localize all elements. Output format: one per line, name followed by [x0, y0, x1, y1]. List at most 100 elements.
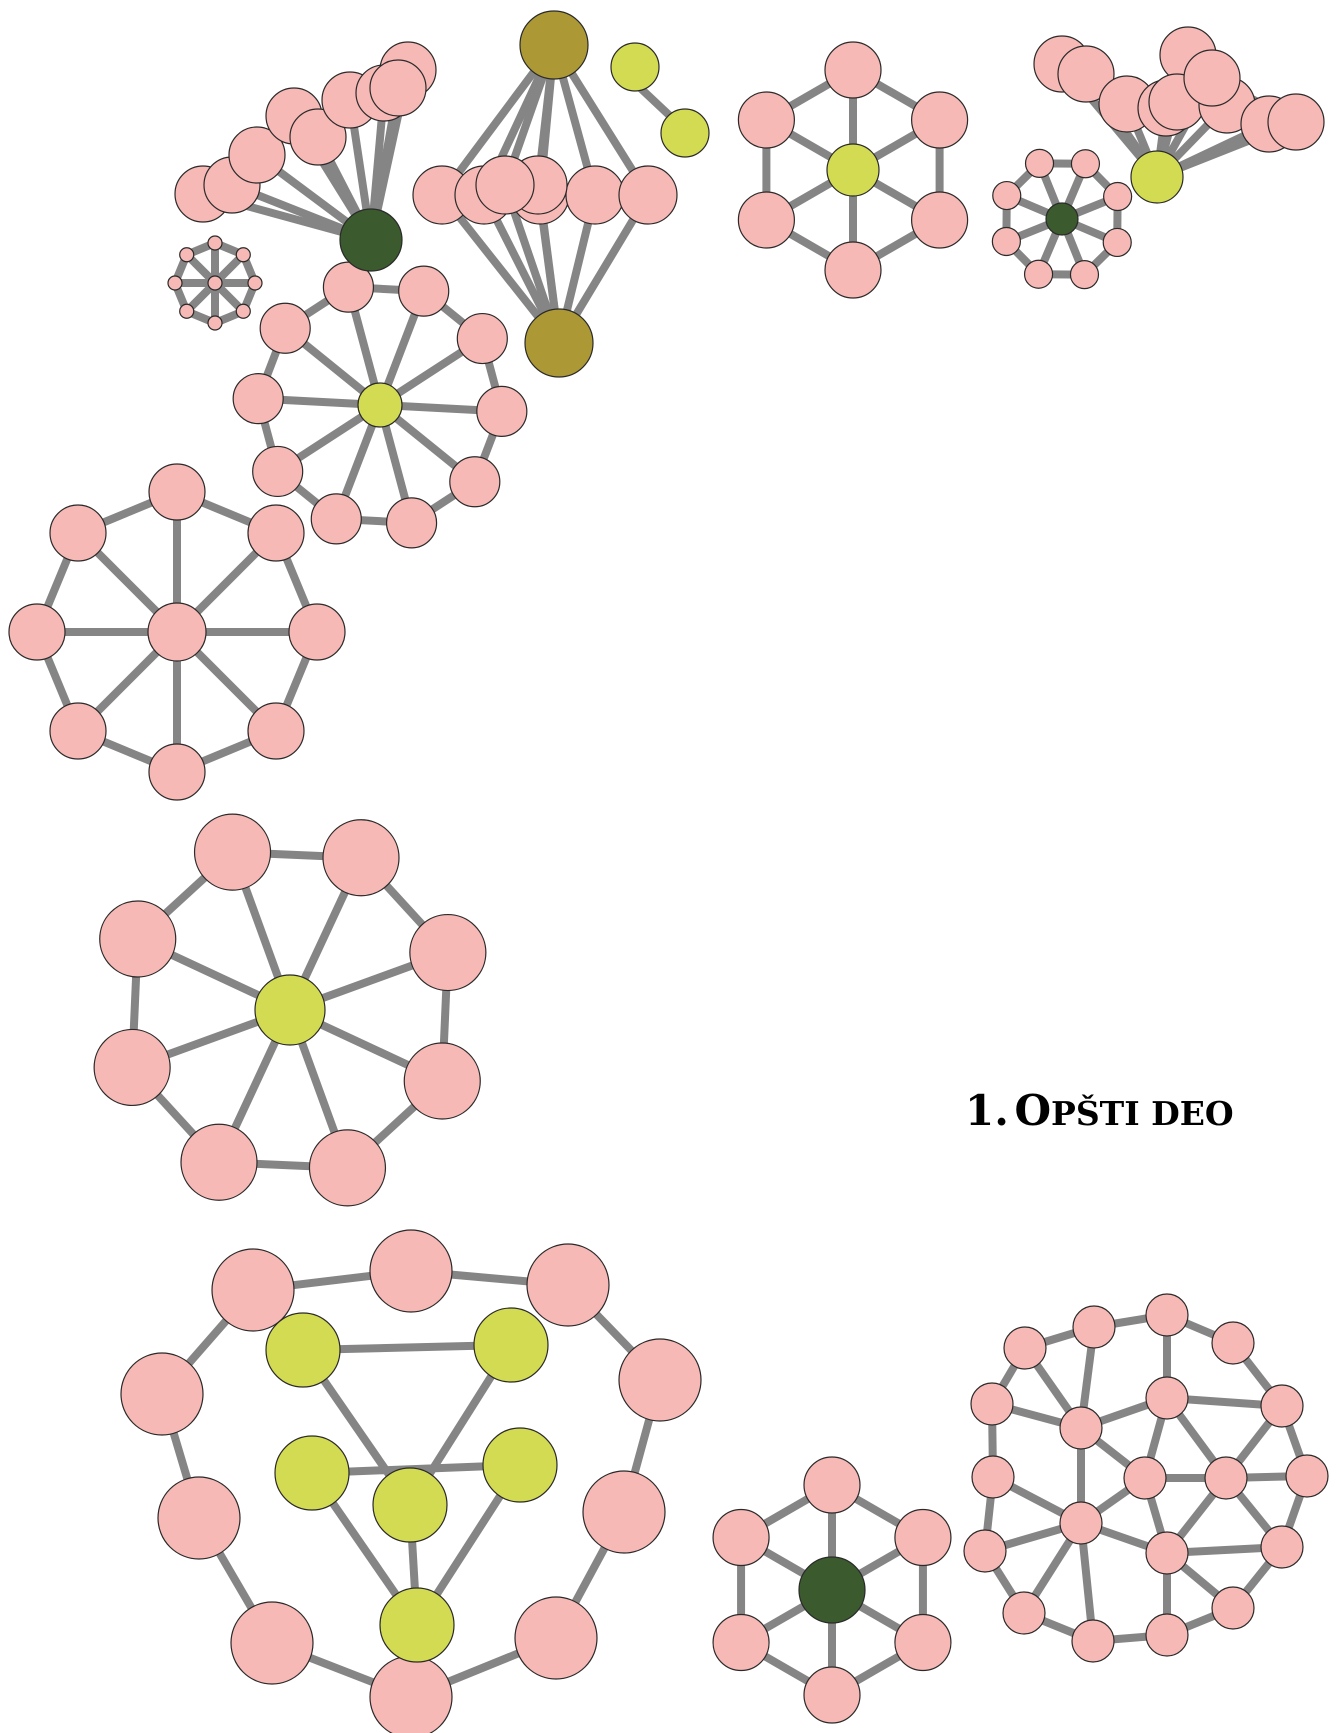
atom-pink — [228, 126, 286, 184]
atom-pink — [1002, 1591, 1046, 1635]
atom-lime — [274, 1435, 350, 1511]
atom-pink — [207, 235, 223, 251]
atom-pink — [8, 603, 66, 661]
atom-pink — [565, 165, 625, 225]
atom-pink — [803, 1666, 861, 1724]
atom-pink — [456, 312, 508, 365]
atom-pink — [235, 247, 251, 263]
atom-pink — [712, 1613, 770, 1672]
atom-pink — [207, 315, 223, 331]
atom-olive — [524, 308, 594, 378]
atom-pink — [1023, 259, 1054, 289]
atom-pink — [1211, 1586, 1255, 1630]
atom-pink — [582, 1470, 666, 1554]
atom-lime — [379, 1587, 455, 1663]
atom-pink — [148, 743, 206, 801]
atom-pink — [369, 1655, 453, 1733]
atom-pink — [449, 456, 501, 508]
atom-pink — [385, 497, 438, 549]
atom-pink — [1267, 93, 1325, 151]
atom-pink — [288, 603, 346, 661]
atom-pink — [193, 813, 272, 891]
atom-pink — [1211, 1321, 1255, 1365]
atom-pink — [230, 1601, 314, 1685]
atom-lime — [1130, 150, 1184, 204]
atom-pink — [369, 59, 427, 117]
atom-pink — [992, 180, 1022, 211]
atom-pink — [49, 702, 107, 760]
atom-pink — [1285, 1454, 1329, 1498]
atom-lime — [254, 974, 326, 1046]
atom-pink — [824, 41, 882, 99]
atom-pink — [803, 1456, 861, 1514]
atom-pink — [894, 1508, 952, 1567]
atom-olive — [519, 10, 589, 80]
atom-pink — [252, 445, 304, 498]
atom-pink — [1102, 227, 1132, 258]
atom-lime — [660, 108, 710, 158]
atom-pink — [1123, 1456, 1167, 1500]
atom-pink — [167, 275, 183, 291]
atom-pink — [911, 191, 969, 249]
atom-lime — [265, 1312, 341, 1388]
atom-dark — [798, 1556, 866, 1624]
atom-pink — [148, 463, 206, 521]
atom-pink — [247, 504, 305, 562]
atom-lime — [473, 1307, 549, 1383]
atom-pink — [1070, 149, 1101, 179]
atom-pink — [49, 504, 107, 562]
atom-pink — [1103, 181, 1133, 212]
atom-pink — [971, 1455, 1015, 1499]
section-title-initial: O — [1014, 1086, 1052, 1135]
section-number: 1. — [965, 1086, 1009, 1135]
atom-pink — [308, 1129, 387, 1207]
atom-pink — [398, 265, 450, 317]
atom-pink — [147, 602, 207, 662]
atom-pink — [247, 275, 263, 291]
atom-pink — [247, 702, 305, 760]
atom-pink — [475, 155, 535, 215]
atom-pink — [157, 1476, 241, 1560]
atom-pink — [618, 1338, 702, 1422]
atom-pink — [1072, 1305, 1116, 1349]
atom-pink — [1145, 1376, 1189, 1420]
atom-lime — [482, 1427, 558, 1503]
atom-pink — [235, 303, 251, 319]
atom-pink — [120, 1352, 204, 1436]
atom-pink — [211, 1248, 295, 1332]
atom-pink — [970, 1382, 1014, 1426]
atom-pink — [1071, 1619, 1115, 1663]
atom-pink — [99, 900, 177, 978]
atom-pink — [180, 1123, 258, 1201]
atom-pink — [514, 1596, 598, 1680]
atom-pink — [179, 303, 195, 319]
atom-pink — [1057, 45, 1115, 103]
atom-dark — [339, 208, 403, 272]
atom-pink — [403, 1042, 481, 1120]
atom-pink — [618, 165, 678, 225]
atom-pink — [712, 1508, 770, 1567]
atom-pink — [310, 493, 362, 545]
atom-pink — [409, 913, 487, 992]
atom-lime — [610, 42, 660, 92]
atom-pink — [1069, 260, 1100, 290]
atom-lime — [826, 143, 880, 197]
atom-pink — [476, 385, 528, 437]
atom-pink — [1183, 49, 1241, 107]
atom-pink — [232, 373, 284, 425]
section-heading: 1. OPŠTI DEO — [965, 1090, 1234, 1132]
atom-pink — [963, 1529, 1007, 1573]
atom-pink — [289, 108, 347, 166]
atom-pink — [1260, 1384, 1304, 1428]
atom-pink — [93, 1028, 171, 1107]
atom-pink — [1003, 1326, 1047, 1370]
atom-pink — [824, 241, 882, 299]
atoms-layer — [8, 10, 1329, 1733]
atom-pink — [1024, 148, 1055, 178]
atom-pink — [1260, 1525, 1304, 1569]
atom-pink — [737, 91, 795, 149]
section-title-rest: PŠTI DEO — [1051, 1094, 1234, 1133]
atom-pink — [991, 226, 1021, 257]
atom-pink — [526, 1243, 610, 1327]
